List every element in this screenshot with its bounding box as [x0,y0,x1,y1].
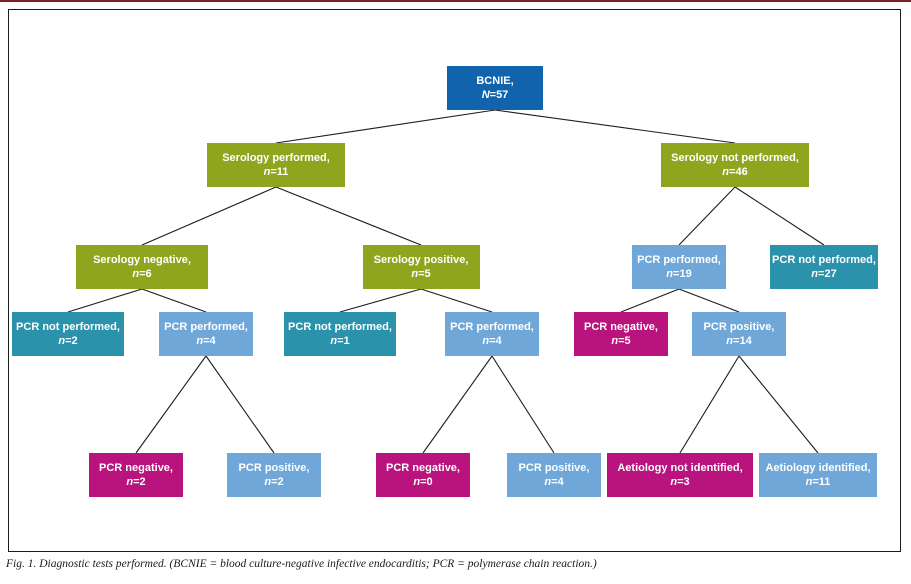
node-pcr-pos2: PCR positive, n=2 [227,453,321,497]
figure-caption: Fig. 1. Diagnostic tests performed. (BCN… [6,558,597,570]
node-label: PCR positive, [238,462,310,474]
node-ser-neg: Serology negative, n=6 [76,245,208,289]
top-rule [0,0,911,2]
node-label: PCR not performed, [288,321,392,333]
node-pcr-p4b: PCR performed, n=4 [445,312,539,356]
node-count: n=27 [811,268,837,280]
node-count: n=2 [126,476,146,488]
node-count: n=5 [611,335,631,347]
node-label: PCR positive, [703,321,775,333]
node-count: n=4 [482,335,502,347]
node-label: PCR positive, [518,462,590,474]
node-label: Serology positive, [373,254,469,266]
node-count: n=0 [413,476,433,488]
node-ser-notperf: Serology not performed, n=46 [661,143,809,187]
node-count: n=19 [666,268,692,280]
node-count: n=6 [132,268,152,280]
node-label: PCR negative, [99,462,173,474]
node-label: PCR negative, [386,462,460,474]
node-pcr-pos4: PCR positive, n=4 [507,453,601,497]
node-ser-perf: Serology performed, n=11 [207,143,345,187]
node-label: Aetiology identified, [765,462,871,474]
node-pcr-neg2: PCR negative, n=2 [89,453,183,497]
node-count: n=5 [411,268,431,280]
node-count: n=4 [196,335,216,347]
node-count: N=57 [481,89,509,101]
node-ser-pos: Serology positive, n=5 [362,245,480,289]
node-label: Serology not performed, [671,152,799,164]
node-label: PCR performed, [637,254,721,266]
node-pcr-p19: PCR performed, n=19 [632,245,726,289]
node-label: Serology negative, [93,254,191,266]
node-count: n=11 [805,476,831,488]
node-count: n=46 [722,166,748,178]
node-bcnie: BCNIE, N=57 [447,66,543,110]
node-label: PCR negative, [584,321,658,333]
node-pcr-np2: PCR not performed, n=2 [12,312,124,356]
node-label: Serology performed, [222,152,330,164]
node-pcr-neg5: PCR negative, n=5 [574,312,668,356]
node-aet-id11: Aetiology identified, n=11 [759,453,877,497]
node-label: PCR not performed, [772,254,876,266]
node-count: n=2 [264,476,284,488]
node-label: PCR performed, [164,321,248,333]
node-pcr-np1: PCR not performed, n=1 [284,312,396,356]
node-pcr-neg0: PCR negative, n=0 [376,453,470,497]
node-pcr-p4a: PCR performed, n=4 [159,312,253,356]
node-label: BCNIE, [476,75,514,87]
node-count: n=11 [263,166,289,178]
node-count: n=2 [58,335,78,347]
node-aet-not3: Aetiology not identified, n=3 [607,453,753,497]
node-count: n=1 [330,335,350,347]
node-count: n=3 [670,476,690,488]
node-pcr-pos14: PCR positive, n=14 [692,312,786,356]
node-label: PCR not performed, [16,321,120,333]
node-label: Aetiology not identified, [617,462,743,474]
node-label: PCR performed, [450,321,534,333]
node-count: n=14 [726,335,752,347]
node-pcr-np27: PCR not performed, n=27 [770,245,878,289]
node-count: n=4 [544,476,564,488]
